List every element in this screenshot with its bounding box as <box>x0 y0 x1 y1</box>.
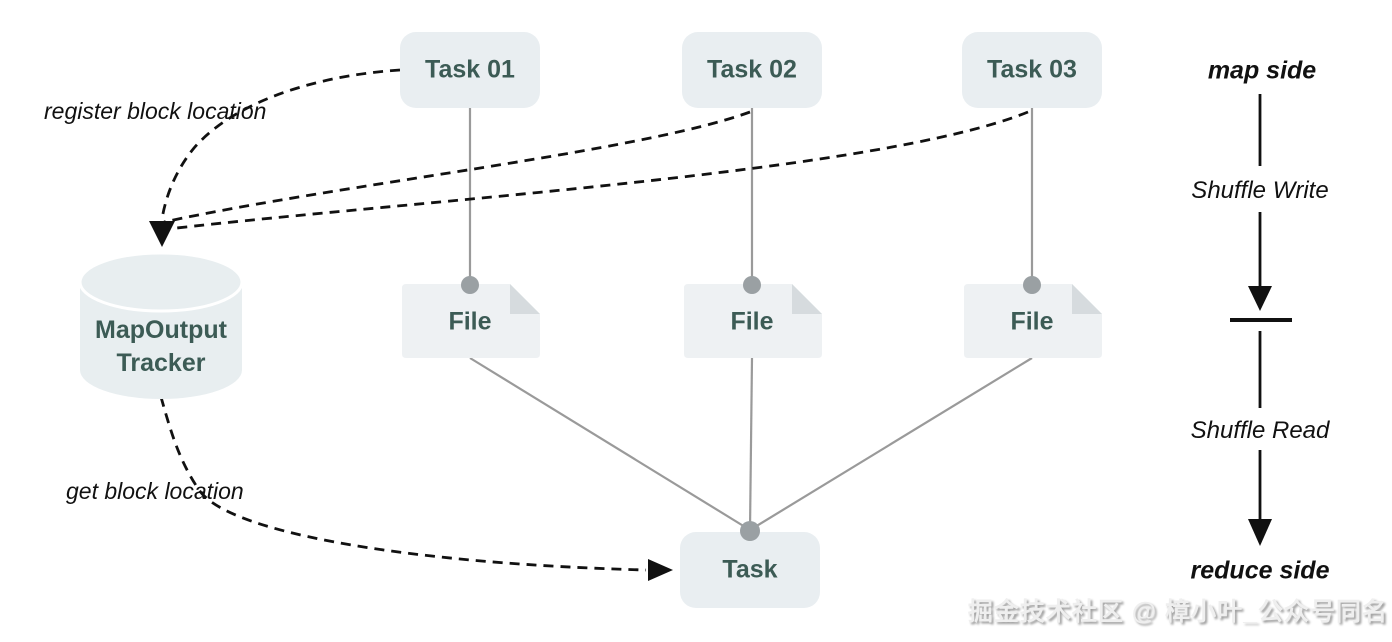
map-side-label: map side <box>1207 56 1317 85</box>
task1-node <box>400 32 540 108</box>
file2-label: File <box>730 307 774 336</box>
reduce-task-label: Task <box>722 555 778 584</box>
shuffle-write-label: Shuffle Write <box>1191 177 1329 204</box>
get-block-location-annotation: get block location <box>66 478 244 504</box>
task3-node <box>962 32 1102 108</box>
tracker-label-line1: MapOutput <box>95 316 227 344</box>
connector-file3-task <box>749 357 1033 531</box>
dashed-curve-task3-tracker <box>167 110 1029 231</box>
file3-label: File <box>1010 307 1054 336</box>
tracker-cylinder-body <box>80 282 242 399</box>
dashed-curve-task1-tracker <box>160 68 401 220</box>
watermark-text: 掘金技术社区 @ 樟小叶_公众号同名 <box>967 598 1388 626</box>
register-block-location-annotation: register block location <box>44 98 267 124</box>
connector-file2-task <box>748 357 754 531</box>
dashed-curve-tracker-task <box>159 396 647 572</box>
task1-label: Task 01 <box>425 55 515 84</box>
task2-label: Task 02 <box>707 55 797 84</box>
arrowhead-into-tracker <box>149 221 175 247</box>
connector-file1-task <box>469 357 751 531</box>
task2-node <box>682 32 822 108</box>
shuffle-read-label: Shuffle Read <box>1190 417 1330 444</box>
arrowhead-into-reduce-task <box>648 559 673 581</box>
dot-file3 <box>1023 276 1041 294</box>
dot-file1 <box>461 276 479 294</box>
arrowhead-shuffle-write <box>1248 286 1272 311</box>
dashed-curve-task2-tracker <box>163 110 751 224</box>
task3-label: Task 03 <box>987 55 1077 84</box>
reduce-task-node <box>680 532 820 608</box>
tracker-cylinder-top <box>78 251 244 313</box>
tracker-label: MapOutput Tracker <box>95 314 227 380</box>
dot-file2 <box>743 276 761 294</box>
arrowhead-shuffle-read <box>1248 519 1272 546</box>
reduce-side-label: reduce side <box>1190 556 1330 585</box>
tracker-label-line2: Tracker <box>116 349 206 377</box>
file1-label: File <box>448 307 492 336</box>
dot-reduce-task <box>740 521 760 541</box>
